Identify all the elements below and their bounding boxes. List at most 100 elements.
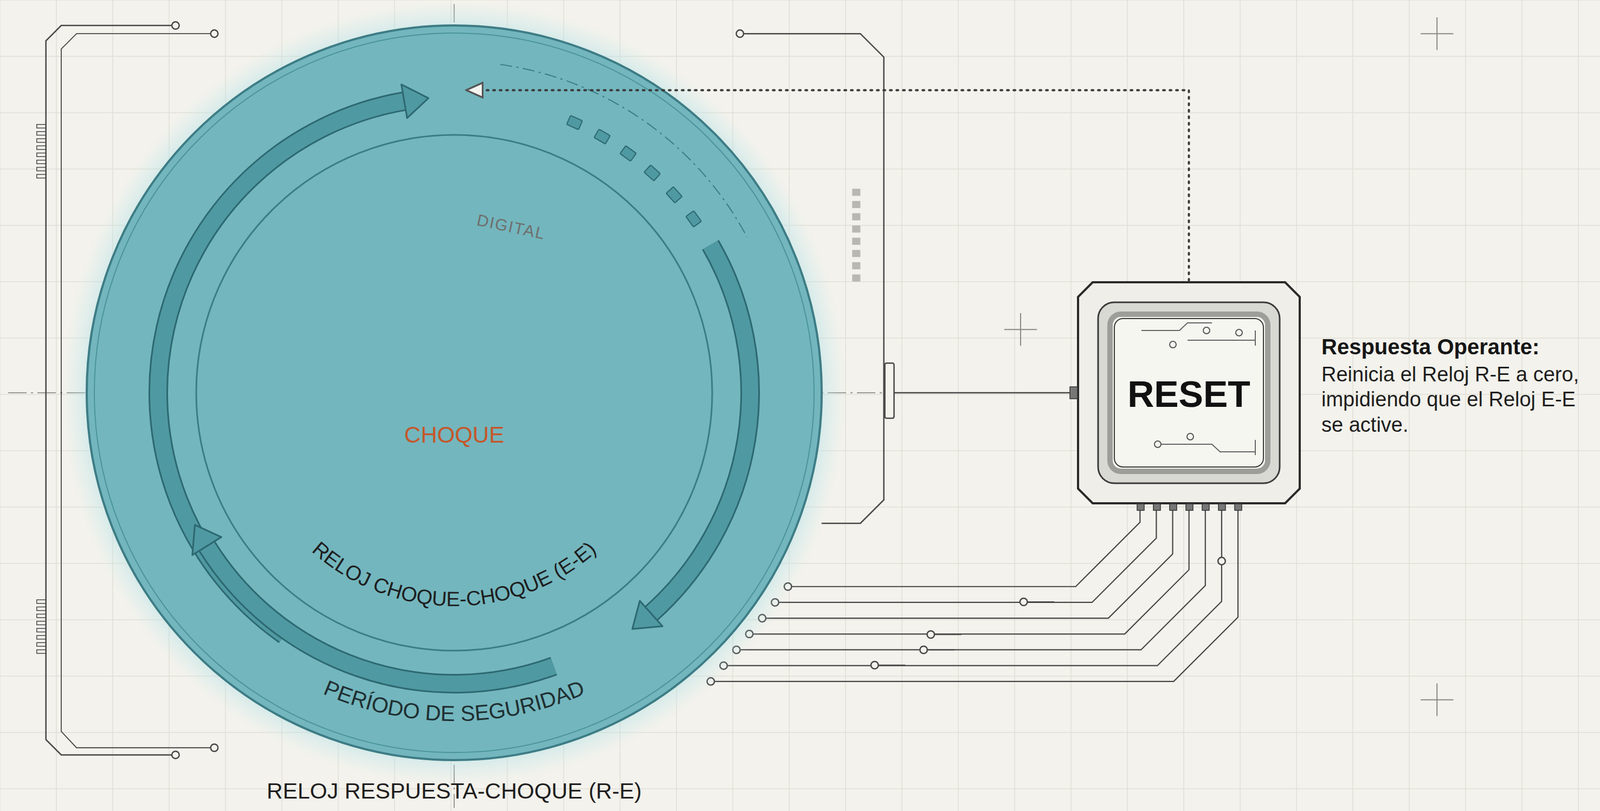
cycle-arrow-head: [401, 84, 429, 119]
period-label: PERÍODO DE SEGURIDAD: [320, 675, 588, 726]
trace-pad: [1154, 441, 1161, 448]
grid-line: [901, 0, 903, 811]
ring-glow: [62, 1, 846, 785]
wire-terminal: [1020, 598, 1028, 606]
trace: [1141, 323, 1256, 346]
grid-line: [0, 732, 1600, 734]
cycle-arrow-body: [207, 546, 554, 685]
bracket-end: [171, 21, 180, 30]
text-layer: PERÍODO DE SEGURIDAD: [74, 13, 834, 773]
bus-wire: [766, 506, 1173, 619]
trace-pad: [1235, 329, 1243, 337]
module-pin: [1137, 504, 1145, 511]
tick-block: [36, 160, 47, 165]
crosshair-mark: [1420, 684, 1454, 717]
grid-line: [1070, 0, 1072, 811]
trace-pad: [1169, 341, 1177, 348]
dash-block: [666, 186, 682, 204]
crosshair-mark: [1420, 17, 1454, 50]
callout-body: Reinicia el Reloj R-E a cero, impidiendo…: [1321, 362, 1590, 438]
outer-ring: [86, 25, 822, 761]
tick-block: [36, 138, 47, 143]
grid-line: [0, 0, 1600, 1]
grid-line: [0, 788, 1600, 790]
cycle-arrow-head: [632, 601, 663, 630]
trace-pad: [1203, 327, 1210, 334]
module-pin: [1234, 504, 1242, 511]
callout-heading: Respuesta Operante:: [1321, 334, 1593, 360]
module-pin: [1202, 504, 1210, 511]
module-port: [1069, 386, 1078, 399]
grid-line: [1014, 0, 1016, 811]
module-pin: [1218, 504, 1226, 511]
tick-block: [36, 600, 47, 604]
dash-block: [685, 210, 702, 228]
bracket-end: [210, 744, 219, 752]
grid-line: [0, 0, 1, 811]
bus-wire: [927, 649, 955, 651]
tick-block: [36, 621, 47, 626]
grid-line: [1577, 0, 1579, 811]
bracket-end: [736, 29, 744, 38]
tick-block: [36, 642, 47, 647]
tick-block: [36, 167, 47, 172]
ring-line: [94, 33, 815, 753]
trace: [1157, 440, 1256, 456]
tick-block: [36, 152, 47, 157]
wire-terminal: [919, 646, 928, 655]
tick-block: [36, 628, 47, 633]
tick-block: [852, 249, 861, 257]
tick-block: [36, 124, 47, 129]
tick-block: [36, 174, 47, 179]
bus-wire: [878, 665, 906, 667]
module-pin: [1169, 504, 1177, 511]
bracket-clip: [885, 363, 895, 419]
bus-wire: [1027, 601, 1055, 603]
module-pin: [1153, 504, 1161, 511]
signal-wire: [894, 392, 1073, 395]
cycle-arrow-body: [650, 244, 751, 615]
tick-block: [36, 614, 47, 619]
grid-line: [55, 0, 57, 811]
clock-ring-shape: [74, 13, 834, 773]
cycle-arrow-head: [192, 525, 222, 556]
crosshair-mark: [1004, 313, 1037, 346]
shock-label: CHOQUE: [383, 422, 525, 449]
tick-block: [852, 201, 861, 209]
bus-wire: [1221, 506, 1223, 558]
tick-block: [852, 237, 861, 245]
cycle-arrows: [158, 84, 751, 685]
clock-ring: CHOQUEDIGITALRELOJ CHOQUE-CHOQUE (E-E)PE…: [74, 13, 834, 773]
clock-title: RELOJ RESPUESTA-CHOQUE (R-E): [74, 778, 834, 805]
wire-terminal: [1217, 557, 1226, 566]
wire-terminal: [871, 661, 879, 670]
grid-line: [957, 0, 959, 811]
dash-block: [643, 165, 661, 182]
tick-block: [36, 607, 47, 611]
dash-block: [620, 145, 637, 162]
tick-block: [36, 145, 47, 150]
dash-block: [566, 115, 583, 130]
ring-line: [196, 134, 713, 651]
wire-terminal: [927, 630, 935, 639]
tick-block: [852, 262, 861, 270]
bus-wire: [791, 506, 1140, 587]
cycle-arrow-outline: [650, 244, 751, 615]
grid-line: [0, 55, 1600, 57]
ring-dash: [500, 64, 747, 238]
tick-block: [36, 131, 47, 136]
dash-block: [594, 128, 611, 145]
cycle-arrow-body: [158, 101, 405, 636]
tick-block: [36, 649, 47, 654]
bus-wire: [934, 634, 962, 636]
tick-block: [36, 635, 47, 640]
tick-block: [852, 225, 861, 233]
tick-block: [852, 213, 861, 221]
bracket-end: [210, 29, 219, 38]
trace-pad: [1186, 433, 1194, 441]
module-pin: [1185, 504, 1193, 511]
tick-block: [852, 274, 861, 282]
